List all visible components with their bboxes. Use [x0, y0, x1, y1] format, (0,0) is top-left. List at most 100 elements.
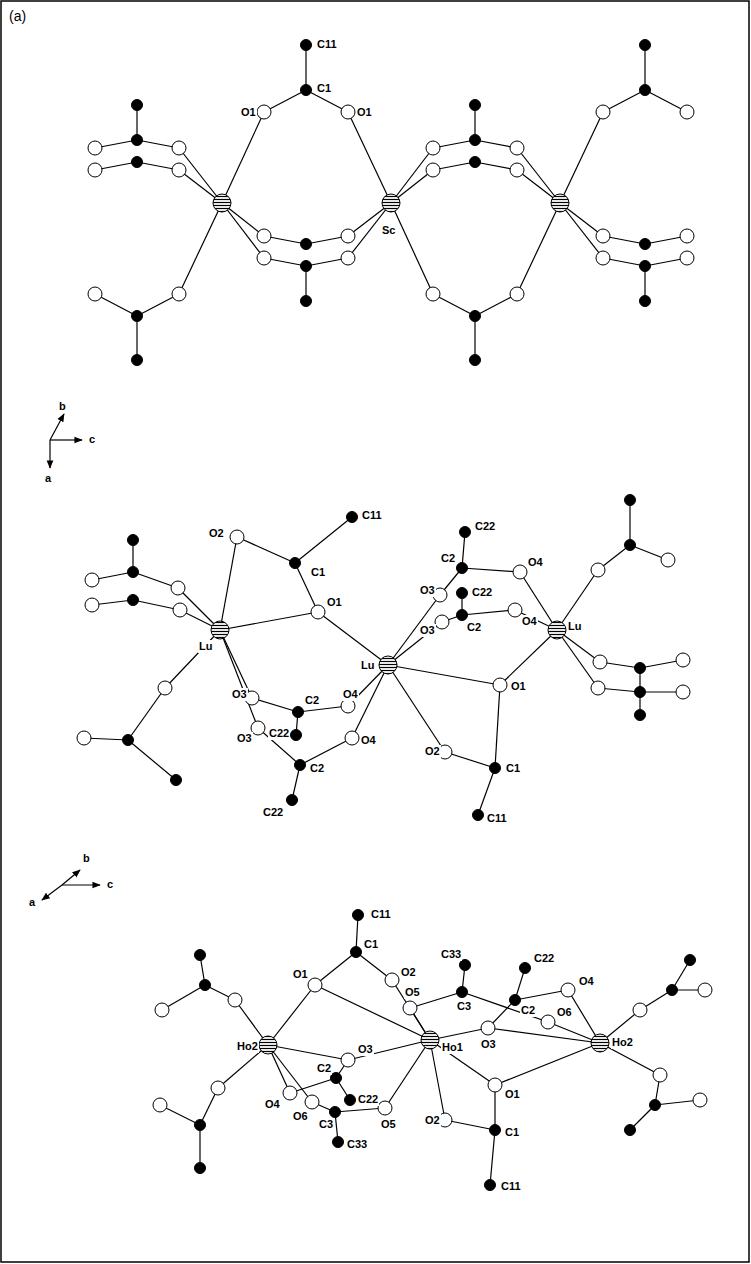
oxygen-atom [311, 605, 325, 619]
carbon-atom [132, 311, 143, 322]
oxygen-atom [88, 141, 102, 155]
atom-label: O3 [236, 732, 253, 745]
axis-label: a [44, 472, 52, 485]
axis-arrow [42, 885, 62, 900]
bond-line [335, 1108, 385, 1112]
oxygen-atom [77, 731, 91, 745]
bond-line [445, 1120, 495, 1130]
carbon-atom [195, 950, 206, 961]
oxygen-atom [510, 287, 524, 301]
carbon-atom [457, 610, 468, 621]
carbon-atom [640, 261, 651, 272]
oxygen-atom [633, 1003, 647, 1017]
metal-label: Lu [567, 620, 582, 633]
bond-line [462, 610, 515, 615]
carbon-atom [457, 987, 468, 998]
bond-line [315, 985, 430, 1040]
bond-line [388, 622, 442, 665]
bond-line [629, 500, 630, 545]
atom-label: O5 [404, 986, 421, 999]
oxygen-atom [596, 105, 610, 119]
metal-atom [421, 1031, 439, 1049]
bond-line [500, 630, 557, 685]
metal-label: Lu [198, 640, 213, 653]
bond-line [305, 45, 306, 90]
carbon-atom [625, 495, 636, 506]
carbon-atom [520, 963, 531, 974]
carbon-atom [123, 735, 134, 746]
atom-label: O3 [231, 688, 248, 701]
axis-arrow [62, 870, 80, 885]
carbon-atom [460, 527, 471, 538]
carbon-atom [625, 1125, 636, 1136]
oxygen-atom [88, 287, 102, 301]
oxygen-atom [426, 287, 440, 301]
atom-label: O1 [240, 106, 257, 119]
carbon-atom [635, 710, 646, 721]
oxygen-atom [251, 721, 265, 735]
bond-line [222, 203, 264, 258]
bond-line [220, 630, 258, 728]
atom-label: C1 [505, 762, 521, 775]
carbon-atom [295, 760, 306, 771]
atom-label: C22 [357, 1093, 379, 1106]
bond-line [495, 1043, 600, 1085]
bond-line [474, 316, 475, 360]
oxygen-atom [426, 141, 440, 155]
atom-label: O1 [326, 596, 343, 609]
metal-atom [259, 1036, 277, 1054]
carbon-atom [470, 135, 481, 146]
carbon-atom [128, 595, 139, 606]
carbon-atom [330, 1107, 341, 1118]
metal-atom [551, 194, 569, 212]
carbon-atom [171, 775, 182, 786]
carbon-atom [640, 239, 651, 250]
oxygen-atom [510, 163, 524, 177]
oxygen-atom [308, 978, 322, 992]
carbon-atom [128, 567, 139, 578]
carbon-atom [128, 535, 139, 546]
bond-line [388, 665, 445, 752]
carbon-atom [667, 985, 678, 996]
atom-label: C2 [316, 1062, 332, 1075]
oxygen-atom [493, 678, 507, 692]
oxygen-atom [680, 105, 694, 119]
oxygen-atom [305, 1095, 319, 1109]
bond-line [179, 148, 222, 203]
carbon-atom [132, 135, 143, 146]
bond-line [318, 612, 388, 665]
oxygen-atom [155, 1003, 169, 1017]
carbon-atom [635, 663, 646, 674]
atom-label: C22 [533, 952, 555, 965]
atom-label: C2 [440, 552, 456, 565]
bond-line [557, 630, 598, 688]
carbon-atom [333, 1137, 344, 1148]
oxygen-atom [513, 565, 527, 579]
axis-label: c [88, 433, 96, 446]
atom-label: O2 [208, 527, 225, 540]
bond-line [348, 1040, 430, 1060]
atom-label: O3 [419, 584, 436, 597]
carbon-atom [301, 85, 312, 96]
bond-line [295, 517, 352, 563]
oxygen-atom [698, 983, 712, 997]
oxygen-atom [435, 615, 449, 629]
oxygen-atom [345, 731, 359, 745]
bond-line [385, 1040, 430, 1108]
atom-label: C11 [486, 812, 508, 825]
atom-label: C1 [504, 1126, 520, 1139]
bond-line [179, 203, 222, 294]
bond-line [268, 985, 315, 1045]
bond-line [128, 688, 165, 740]
carbon-atom [457, 588, 468, 599]
atom-label: O4 [264, 1098, 281, 1111]
atom-label: C11 [500, 1180, 522, 1193]
atom-label: O1 [292, 968, 309, 981]
atom-label: O4 [521, 615, 538, 628]
axis-arrow [50, 414, 64, 440]
oxygen-atom [257, 229, 271, 243]
bond-line [220, 612, 318, 630]
oxygen-atom [653, 1068, 667, 1082]
oxygen-atom [153, 1098, 167, 1112]
